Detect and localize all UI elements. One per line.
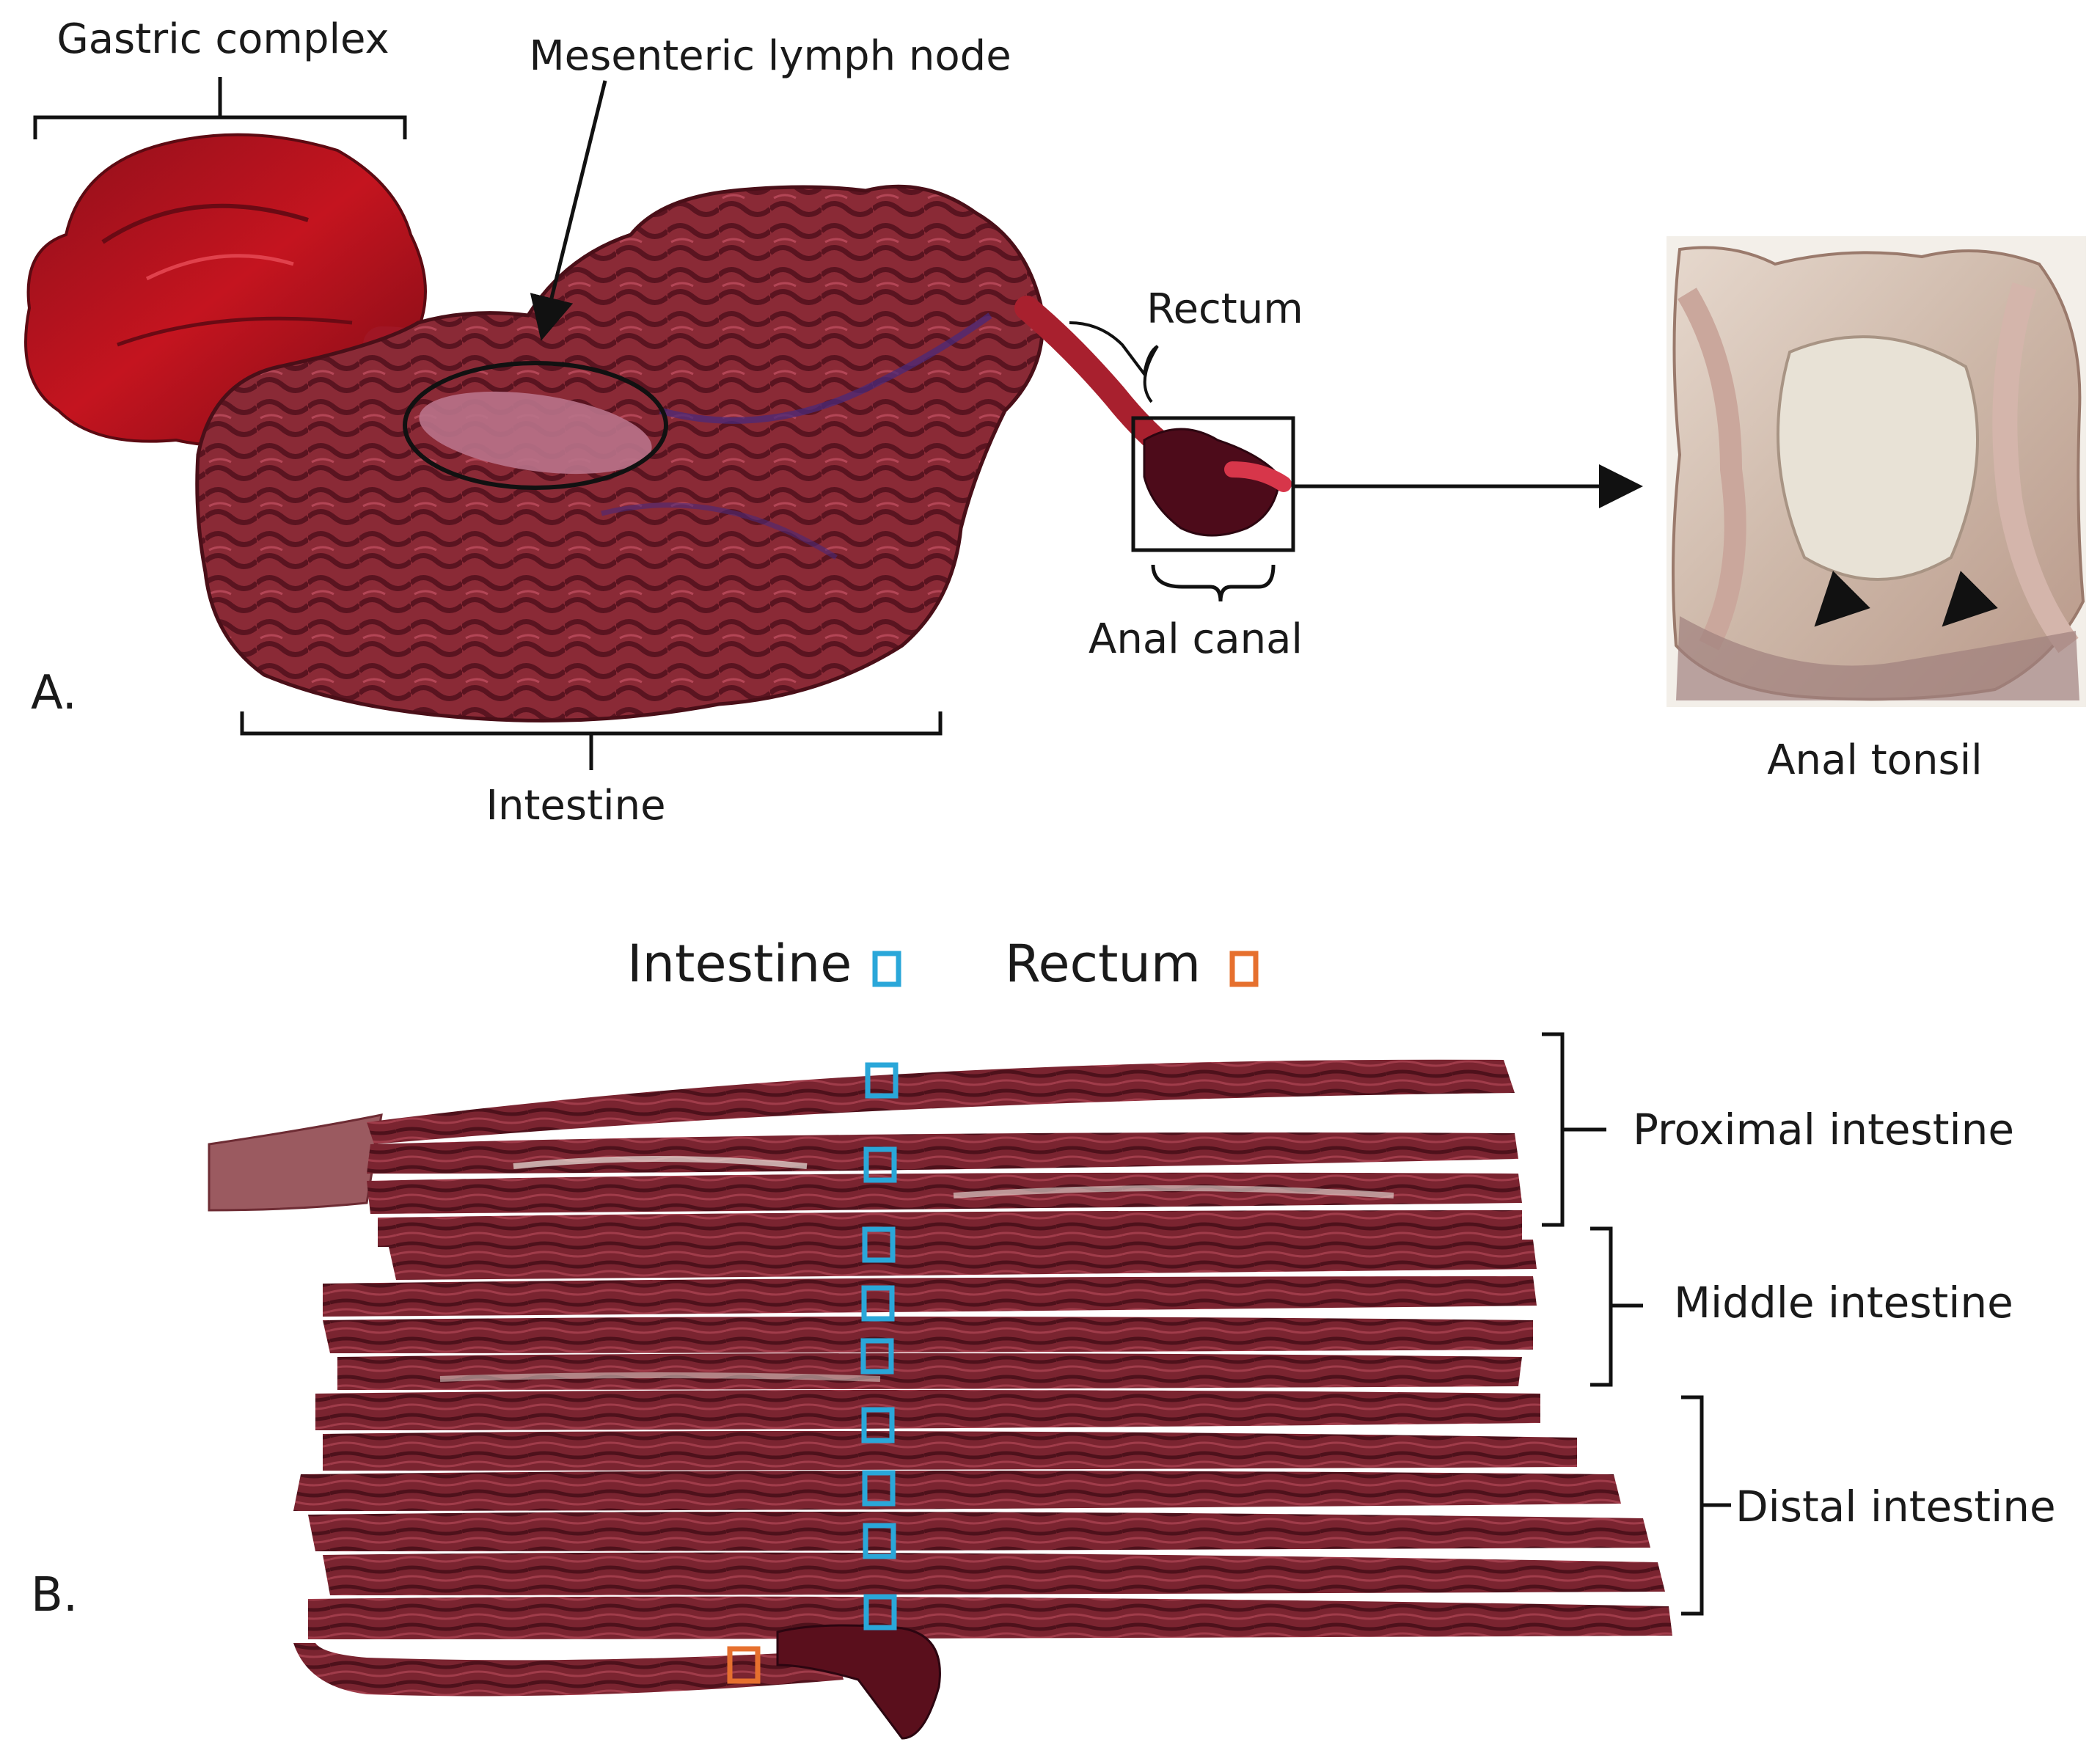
- tonsil-arrow-right: [1942, 571, 1998, 627]
- panel-b-label: B.: [31, 1568, 78, 1622]
- intestine-loop: [308, 1512, 1650, 1551]
- intestine-loop: [367, 1132, 1518, 1174]
- anal-tonsil-fold: [1678, 288, 1746, 651]
- mesentery-vessels: [601, 502, 838, 560]
- anal-canal-box: [1131, 416, 1295, 552]
- anal-tonsil-base: [1676, 616, 2079, 700]
- intestine-sample-marker: [862, 1470, 896, 1507]
- intestine-tail: [208, 1113, 383, 1212]
- gastric-complex-bracket: [33, 77, 407, 139]
- intestine-loop: [378, 1210, 1522, 1247]
- intestine-loop: [323, 1431, 1577, 1471]
- legend-intestine-marker: [872, 951, 901, 987]
- gastric-fold: [117, 316, 353, 347]
- panel-b: Intestine Rectum: [31, 934, 2056, 1740]
- legend-rectum-label: Rectum: [1005, 934, 1201, 994]
- gastric-highlight: [145, 254, 294, 281]
- panel-a: Gastric complex Mesenteric lymph node Re…: [24, 15, 2086, 830]
- intestine-loop: [315, 1390, 1540, 1430]
- anal-tonsil-lumen: [1777, 335, 1979, 581]
- intestine-label: Intestine: [486, 782, 665, 830]
- mesenteric-lymph-node-photo: [419, 391, 652, 475]
- rectum-segment-photo: [776, 1624, 941, 1740]
- anal-tonsil-label: Anal tonsil: [1767, 736, 1982, 784]
- tonsil-arrow-left: [1814, 571, 1870, 627]
- middle-bracket: [1590, 1226, 1643, 1387]
- intestine-loop: [389, 1240, 1537, 1280]
- rectum-label: Rectum: [1146, 285, 1303, 333]
- mesentery-vessels: [659, 312, 992, 424]
- intestine-loop: [367, 1059, 1515, 1144]
- intestine-loop: [323, 1552, 1665, 1595]
- anal-canal-label: Anal canal: [1089, 615, 1303, 663]
- intestine-loop: [337, 1353, 1522, 1390]
- legend-rectum-marker: [1229, 951, 1259, 987]
- intestine-sample-marker: [863, 1146, 897, 1183]
- mesenteric-lymph-node-label: Mesenteric lymph node: [529, 32, 1011, 80]
- proximal-intestine-label: Proximal intestine: [1633, 1105, 2014, 1154]
- distal-intestine-label: Distal intestine: [1735, 1482, 2056, 1531]
- anal-canal-tissue: [1224, 461, 1292, 492]
- intestine-sample-marker: [861, 1407, 895, 1443]
- distal-bracket: [1681, 1395, 1731, 1616]
- gastric-fold: [101, 203, 309, 244]
- intestine-sample-marker: [861, 1285, 895, 1322]
- anal-canal-bracket: [1151, 564, 1276, 602]
- mesenteric-lymph-node-circle: [403, 361, 668, 490]
- mesentery-fat: [513, 1156, 808, 1169]
- unrolled-intestine-photo: [208, 1059, 1672, 1740]
- legend-intestine-label: Intestine: [627, 934, 852, 994]
- anal-tonsil-fold: [1992, 282, 2079, 654]
- intestine-sample-marker: [863, 1594, 897, 1631]
- intestine-loop: [367, 1172, 1522, 1214]
- proximal-bracket: [1542, 1032, 1606, 1227]
- intestine-loop: [308, 1596, 1672, 1639]
- rectum-bracket: [1069, 321, 1159, 403]
- intestine-loop: [323, 1317, 1533, 1353]
- intestine-loop: [323, 1276, 1537, 1317]
- intestine-sample-marker: [863, 1523, 896, 1559]
- lymph-node-pointer: [530, 80, 607, 341]
- intestine-end-loop: [293, 1643, 844, 1697]
- middle-intestine-label: Middle intestine: [1674, 1278, 2013, 1328]
- mesentery-fat: [953, 1185, 1394, 1198]
- intestine-sample-marker: [860, 1338, 894, 1375]
- intestine-sample-marker: [862, 1226, 896, 1263]
- gastric-complex-label: Gastric complex: [56, 15, 389, 63]
- panel-a-label: A.: [31, 666, 77, 720]
- rectum-sample-marker: [727, 1646, 761, 1684]
- intestine-bracket: [240, 711, 943, 770]
- anal-canal-photo: [1143, 428, 1281, 537]
- intestine-loop: [293, 1471, 1621, 1511]
- intestine-sample-marker: [865, 1062, 899, 1099]
- mesentery-fat: [439, 1372, 881, 1382]
